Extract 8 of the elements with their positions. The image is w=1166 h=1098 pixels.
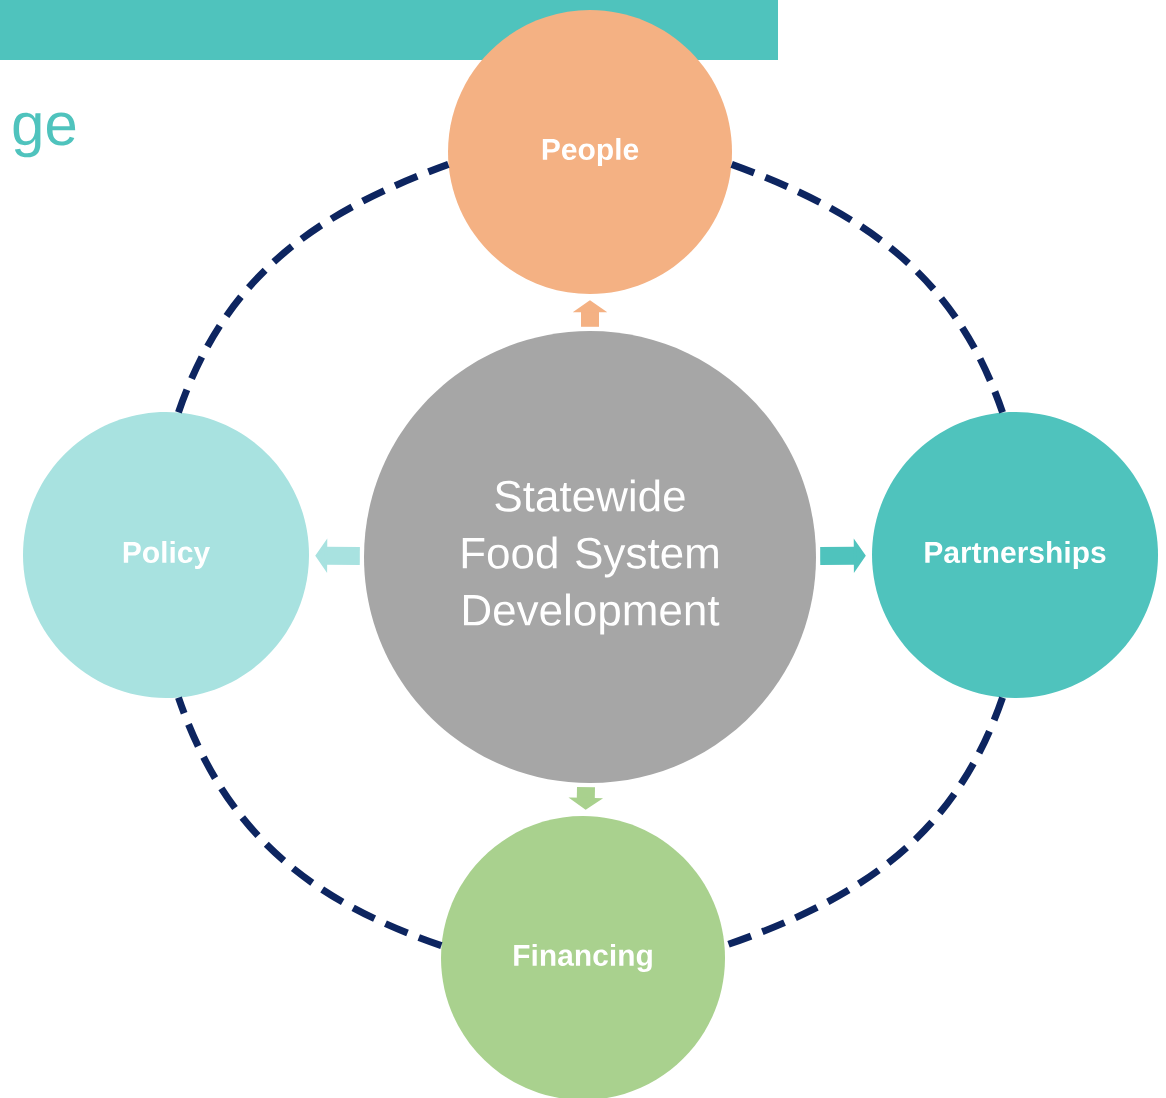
circle-node: People (448, 10, 732, 294)
dashed-arc (175, 161, 450, 414)
dashed-arc (730, 161, 1006, 414)
dashed-arc (175, 696, 443, 949)
circle-node: Statewide Food System Development (364, 331, 816, 783)
title-text: ge (13, 112, 76, 158)
circle-node: Policy (23, 412, 309, 698)
circle-node: Partnerships (872, 412, 1158, 698)
